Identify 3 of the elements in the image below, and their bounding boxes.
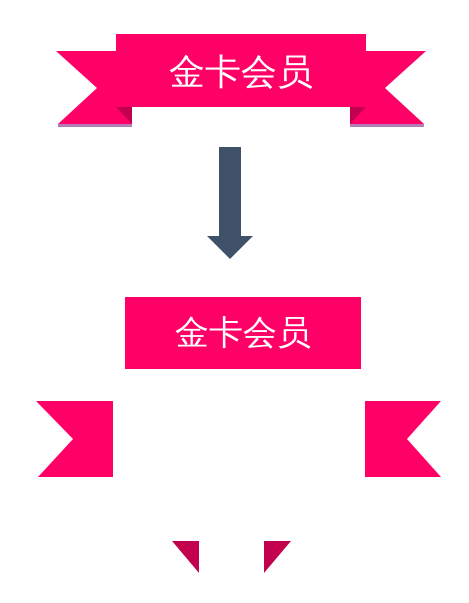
banner-title: 金卡会员 <box>175 316 311 350</box>
arrow <box>207 147 253 259</box>
banner-title: 金卡会员 <box>169 55 313 91</box>
